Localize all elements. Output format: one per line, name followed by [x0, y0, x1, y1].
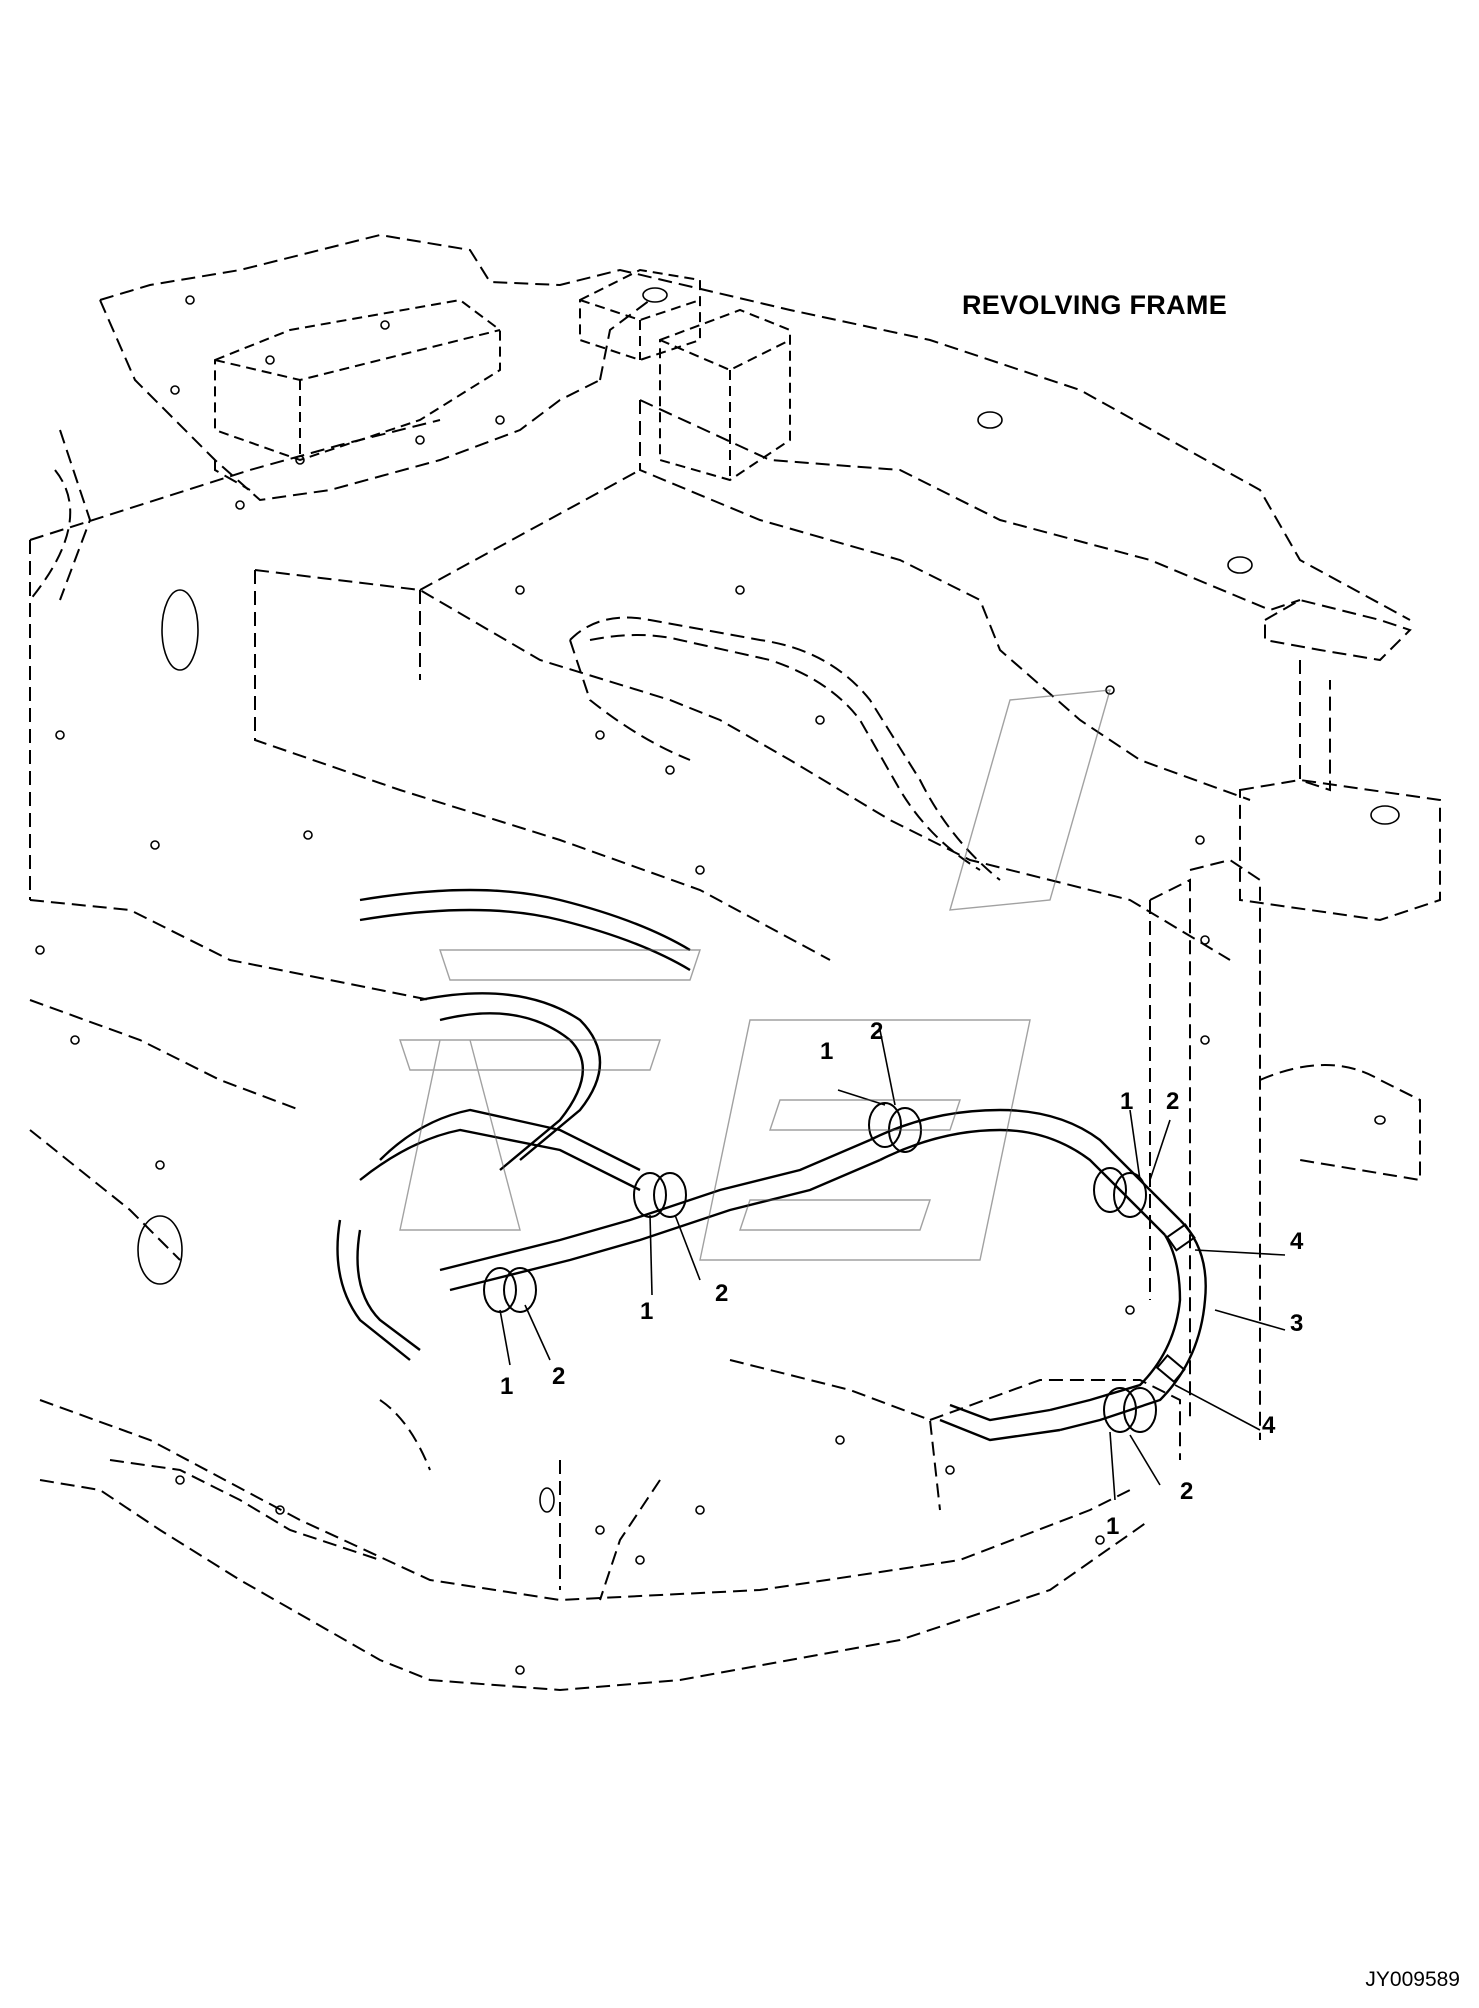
- clamp: [1123, 1387, 1157, 1433]
- frame-outline: [29, 233, 1411, 900]
- callout-label: 2: [1180, 1478, 1194, 1505]
- clamp-band: [1165, 1223, 1196, 1252]
- clamp: [1103, 1387, 1137, 1433]
- clamp: [1113, 1172, 1147, 1218]
- clamp-band: [1155, 1354, 1186, 1384]
- callout-label: 1: [640, 1298, 654, 1325]
- clamp: [483, 1267, 517, 1313]
- leader-lines: [499, 1029, 1286, 1501]
- callout-label: 2: [870, 1018, 884, 1045]
- clamp: [1093, 1167, 1127, 1213]
- top-plate: [254, 399, 1301, 961]
- upper-blocks: [214, 268, 791, 482]
- callout-label: 2: [552, 1363, 566, 1390]
- clamp: [503, 1267, 537, 1313]
- callout-label: 3: [1290, 1310, 1304, 1337]
- clamps: [483, 1102, 1196, 1433]
- holes: [35, 287, 1400, 1675]
- clamp: [653, 1172, 687, 1218]
- callout-label: 4: [1290, 1228, 1304, 1255]
- callout-label: 4: [1262, 1412, 1276, 1439]
- drawing-title: REVOLVING FRAME: [962, 290, 1228, 320]
- lower-frame: [29, 899, 1181, 1692]
- callout-label: 1: [1120, 1088, 1134, 1115]
- right-bracket: [1149, 598, 1441, 1440]
- hose-assembly: [336, 888, 1207, 1442]
- callout-label: 2: [1166, 1088, 1180, 1115]
- callout-label: 1: [500, 1373, 514, 1400]
- clamp: [633, 1172, 667, 1218]
- watermark: [399, 689, 1111, 1261]
- drawing-id: JY009589: [1365, 1968, 1460, 1991]
- callout-label: 1: [1106, 1513, 1120, 1540]
- callout-label: 1: [820, 1038, 834, 1065]
- clamp: [868, 1102, 902, 1148]
- callout-label: 2: [715, 1280, 729, 1307]
